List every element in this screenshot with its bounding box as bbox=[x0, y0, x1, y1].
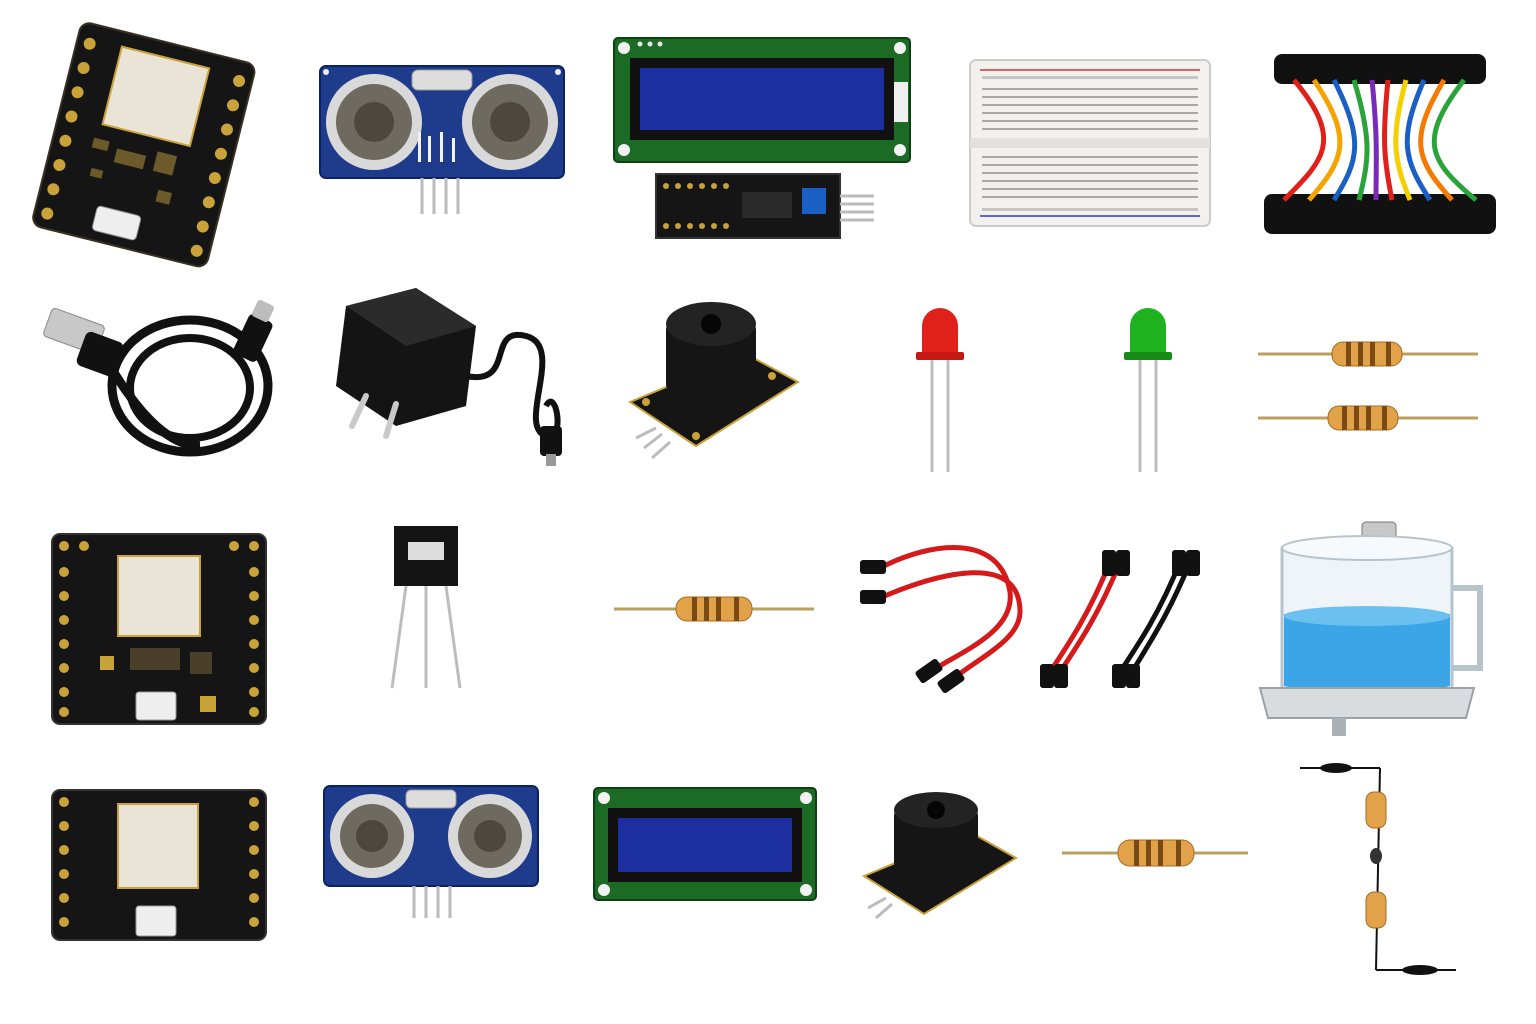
buzzer-module bbox=[626, 298, 802, 468]
ultrasonic-sensor-2 bbox=[322, 784, 540, 920]
water-tank bbox=[1252, 518, 1492, 740]
jumper-wire-bundle bbox=[1254, 40, 1506, 250]
esp32-board bbox=[20, 20, 270, 268]
usb-cable bbox=[40, 296, 280, 466]
ultrasonic-sensor bbox=[318, 62, 566, 218]
lcd-display bbox=[612, 36, 912, 244]
resistor-single-2 bbox=[1060, 836, 1250, 870]
buzzer-module-2 bbox=[860, 792, 1020, 932]
green-led bbox=[1116, 304, 1180, 476]
resistor-pair bbox=[1254, 334, 1482, 438]
jumper-wires-red-black bbox=[850, 532, 1206, 694]
microcontroller-board-3 bbox=[50, 788, 268, 942]
breadboard bbox=[968, 58, 1212, 228]
water-level-probe bbox=[1296, 756, 1460, 984]
microcontroller-board-2 bbox=[50, 532, 268, 726]
resistor-single bbox=[612, 592, 816, 626]
power-adapter bbox=[316, 286, 578, 472]
lcd-display-2 bbox=[592, 786, 818, 902]
red-led bbox=[908, 304, 972, 476]
transistor bbox=[384, 516, 468, 692]
